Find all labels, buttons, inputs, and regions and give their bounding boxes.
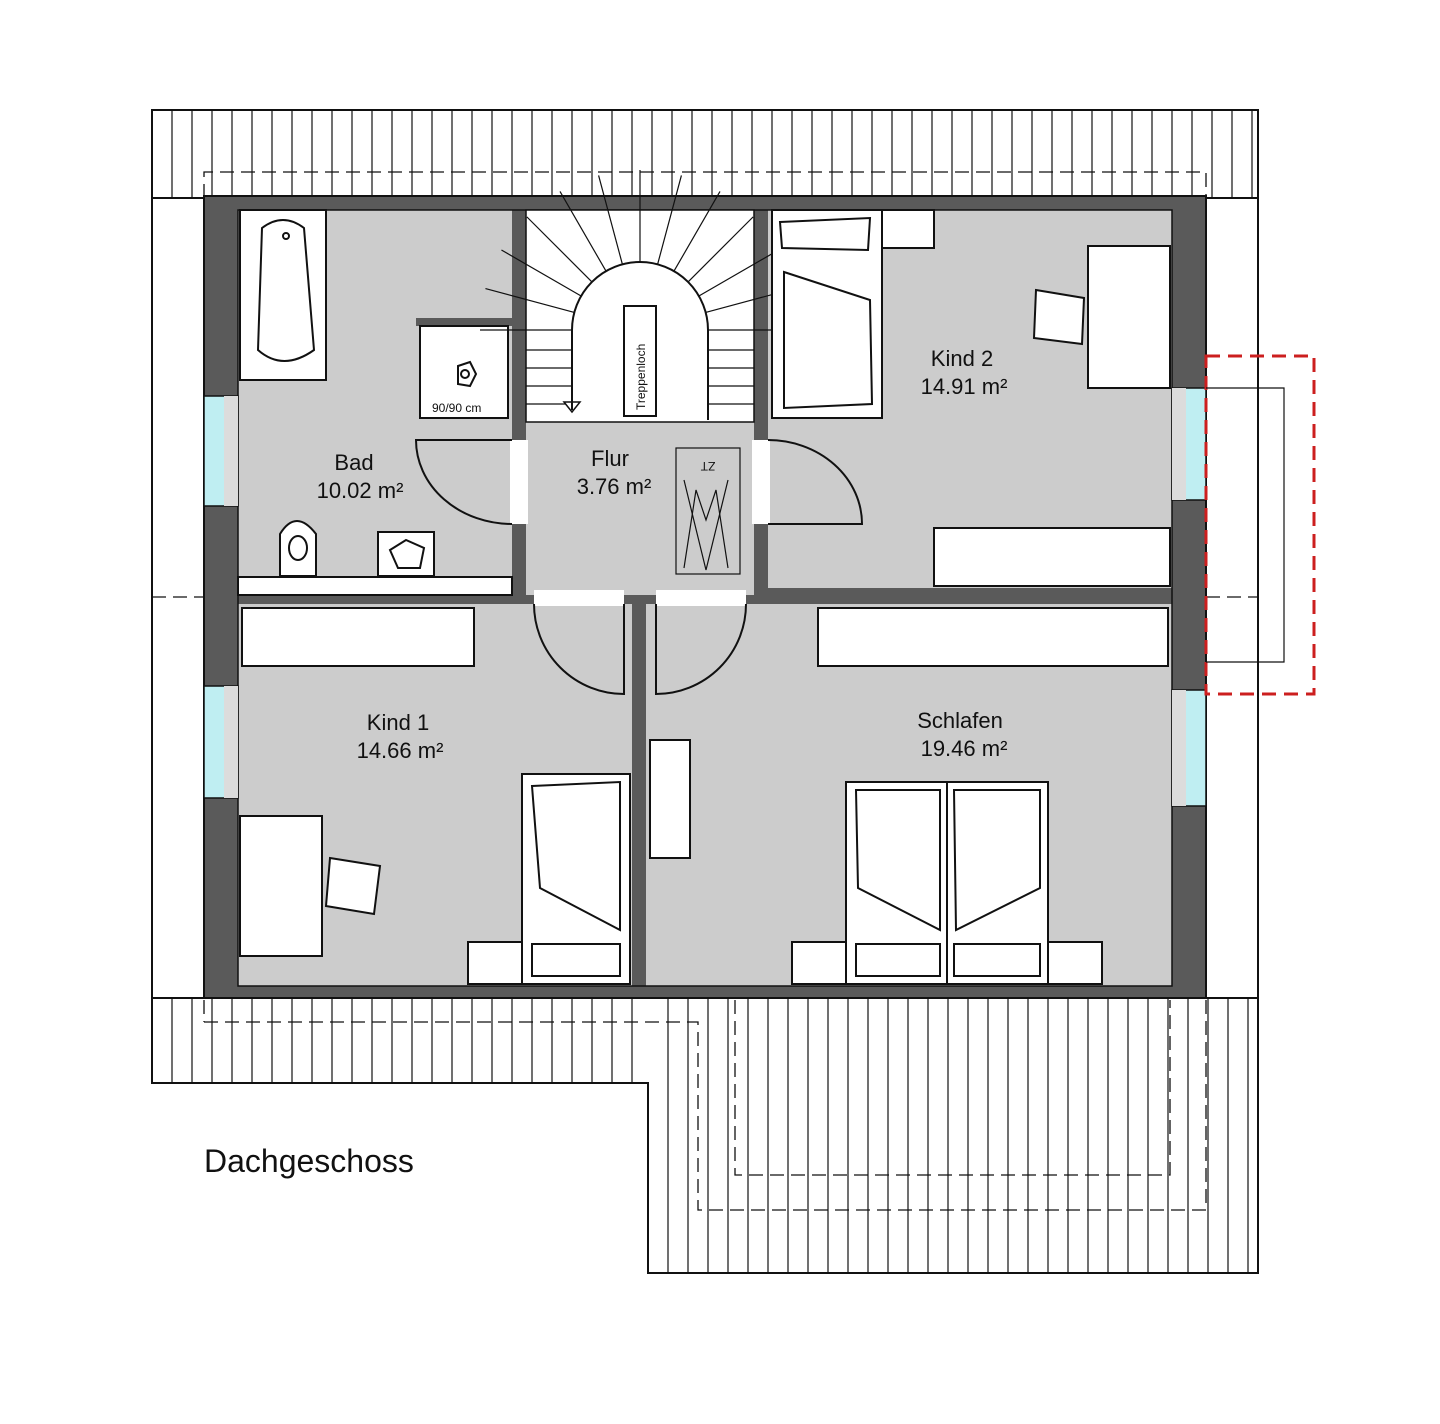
room-name-flur: Flur xyxy=(591,446,629,471)
room-area-kind1: 14.66 m² xyxy=(357,738,444,763)
room-name-kind1: Kind 1 xyxy=(367,710,429,735)
shower-size-label: 90/90 cm xyxy=(432,401,481,415)
eave-lines xyxy=(152,171,1258,1022)
door-swings xyxy=(414,439,864,696)
room-area-bad: 10.02 m² xyxy=(317,478,404,503)
room-area-flur: 3.76 m² xyxy=(577,474,652,499)
bathtub-icon xyxy=(239,209,327,381)
kind2-desk xyxy=(1087,245,1171,389)
stair-well-label: Treppenloch xyxy=(634,344,648,410)
room-name-bad: Bad xyxy=(334,450,373,475)
roof-top xyxy=(151,109,1259,1273)
room-name-kind2: Kind 2 xyxy=(931,346,993,371)
kind2-furniture xyxy=(771,209,1171,587)
shower-icon: 90/90 cm xyxy=(416,318,512,419)
kind2-shelf xyxy=(881,209,935,249)
room-labels: Bad 10.02 m² Flur 3.76 m² Kind 2 14.91 m… xyxy=(317,346,1008,763)
kind2-wardrobe xyxy=(933,527,1171,587)
room-area-schlafen: 19.46 m² xyxy=(921,736,1008,761)
sink-icon xyxy=(377,531,435,577)
roof-bottom xyxy=(151,997,1259,1274)
kind1-wardrobe xyxy=(241,607,475,667)
schlafen-dresser xyxy=(649,739,691,859)
kind1-furniture xyxy=(239,607,631,985)
stair-well-box xyxy=(623,305,657,417)
kind1-chair xyxy=(324,856,382,916)
room-name-schlafen: Schlafen xyxy=(917,708,1003,733)
dormer-outline xyxy=(1204,354,1316,696)
room-area-kind2: 14.91 m² xyxy=(921,374,1008,399)
attic-hatch: ZT xyxy=(675,447,741,575)
attic-hatch-label: ZT xyxy=(700,459,715,473)
bad-countertop xyxy=(237,576,513,596)
door-openings xyxy=(510,440,770,606)
staircase: Treppenloch xyxy=(480,170,800,423)
kind1-bed xyxy=(521,773,631,985)
windows xyxy=(203,387,1207,807)
schlafen-furniture xyxy=(649,607,1169,985)
kind2-chair xyxy=(1032,288,1086,346)
kind1-desk xyxy=(239,815,323,957)
toilet-icon xyxy=(279,520,317,577)
plan-title: Dachgeschoss xyxy=(204,1143,414,1179)
schlafen-wardrobe xyxy=(817,607,1169,667)
kind2-bed xyxy=(771,209,883,419)
